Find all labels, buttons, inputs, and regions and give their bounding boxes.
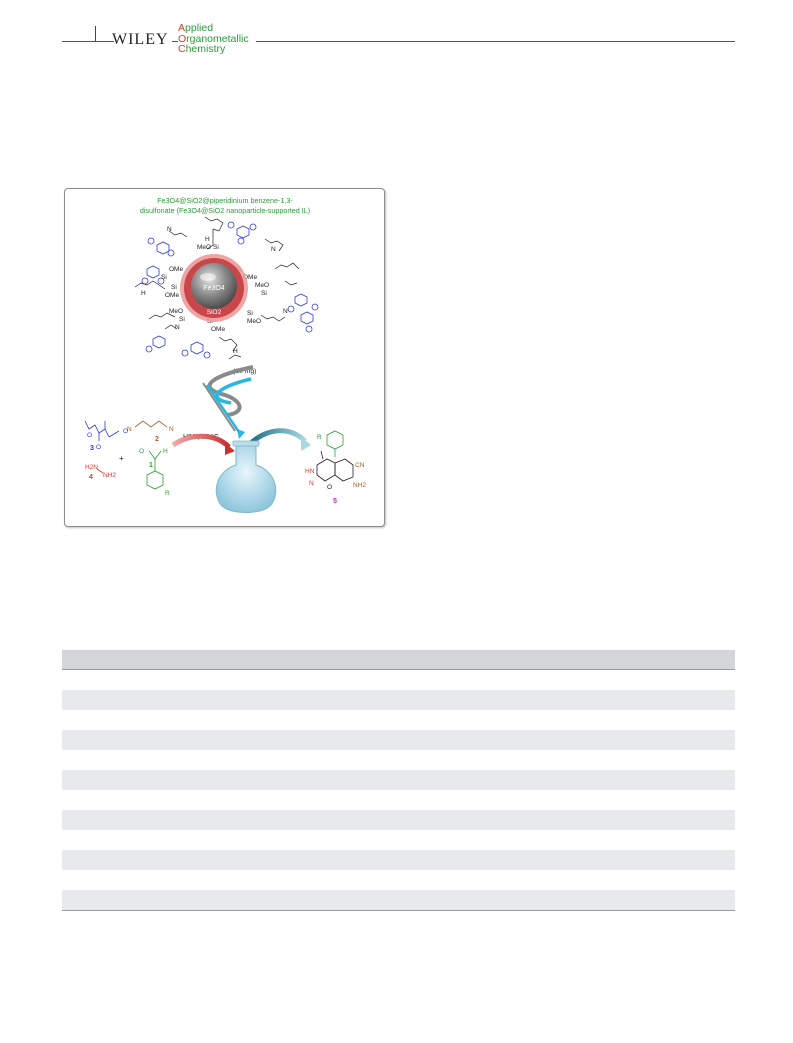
svg-text:OMe: OMe	[243, 274, 257, 281]
table-bottom-rule	[62, 910, 735, 911]
svg-text:OMe: OMe	[169, 266, 183, 273]
catalyst-amount: (20 mg)	[233, 368, 256, 375]
table-row	[62, 870, 735, 890]
table-row	[62, 730, 735, 750]
svg-text:MeO: MeO	[169, 308, 183, 315]
svg-text:O: O	[327, 484, 332, 491]
svg-text:H2N: H2N	[85, 464, 98, 471]
product-core-rings	[316, 450, 354, 482]
journal-line-3: Chemistry	[178, 43, 226, 55]
journal-line-2: Organometallic	[178, 32, 249, 45]
table-row	[62, 790, 735, 810]
svg-text:Si: Si	[161, 274, 167, 281]
table-row	[62, 830, 735, 850]
svg-text:N: N	[169, 426, 174, 433]
table-row	[62, 890, 735, 910]
compound-1-label: 1	[149, 462, 153, 469]
table-header	[62, 650, 735, 670]
svg-text:H: H	[141, 290, 146, 297]
svg-text:OMe: OMe	[211, 326, 225, 333]
svg-text:N: N	[175, 324, 180, 331]
svg-text:Si: Si	[247, 310, 253, 317]
compound-4-label: 4	[89, 474, 93, 481]
svg-text:Si: Si	[213, 244, 219, 251]
arrow-grey	[202, 382, 236, 432]
arrow-teal	[249, 428, 307, 445]
publisher-logo: WILEY	[112, 31, 169, 48]
svg-text:N: N	[167, 226, 172, 233]
svg-text:H: H	[163, 448, 168, 455]
svg-text:O: O	[96, 444, 101, 451]
table-row	[62, 810, 735, 830]
reactant-3-structure	[84, 420, 120, 441]
svg-text:N: N	[271, 246, 276, 253]
svg-text:R: R	[317, 434, 322, 441]
reactant-2-structure	[134, 420, 168, 428]
svg-text:O: O	[87, 432, 92, 439]
svg-text:Si: Si	[261, 290, 267, 297]
journal-name: Applied Organometallic Chemistry	[178, 23, 249, 55]
flask-neck	[232, 440, 260, 447]
table-row	[62, 770, 735, 790]
compound-5-label: 5	[333, 498, 337, 505]
table-row	[62, 690, 735, 710]
svg-text:MeO: MeO	[247, 318, 261, 325]
svg-text:O: O	[123, 428, 128, 435]
reaction-scheme-figure: Fe3O4@SiO2@piperidinium benzene-1,3- dis…	[64, 188, 385, 527]
table-row	[62, 710, 735, 730]
svg-text:OMe: OMe	[165, 292, 179, 299]
core-label: Fe3O4	[203, 285, 225, 292]
scheme-graphic: Fe3O4@SiO2@piperidinium benzene-1,3- dis…	[84, 196, 366, 513]
plus-sign: +	[119, 454, 124, 463]
data-table	[62, 650, 735, 911]
arrow-cyan-head	[237, 429, 245, 439]
sulfonate-rings	[141, 221, 319, 359]
svg-text:HN: HN	[305, 468, 315, 475]
svg-text:O: O	[139, 448, 144, 455]
reaction-flask	[215, 444, 277, 513]
product-aryl-ring	[326, 430, 344, 457]
svg-text:MeO: MeO	[255, 282, 269, 289]
svg-text:H: H	[233, 348, 238, 355]
svg-text:N: N	[309, 480, 314, 487]
table-row	[62, 670, 735, 690]
svg-text:NH2: NH2	[353, 482, 366, 489]
svg-text:R: R	[165, 490, 170, 497]
svg-text:NH2: NH2	[103, 472, 116, 479]
svg-text:H: H	[205, 236, 210, 243]
svg-text:N: N	[127, 426, 132, 433]
header-rule-right	[256, 41, 735, 42]
table-row	[62, 850, 735, 870]
compound-3-label: 3	[90, 445, 94, 452]
core-highlight	[200, 273, 216, 281]
svg-text:MeO: MeO	[197, 244, 211, 251]
header-rule-left	[62, 41, 114, 42]
table-row	[62, 750, 735, 770]
header-tick-mark	[95, 26, 96, 42]
svg-text:Si: Si	[179, 316, 185, 323]
piperidinium-chains	[134, 216, 300, 360]
svg-text:CN: CN	[355, 462, 365, 469]
shell-label: SiO2	[207, 309, 222, 316]
compound-2-label: 2	[155, 436, 159, 443]
arrow-red-head	[225, 443, 235, 455]
svg-text:N: N	[283, 308, 288, 315]
header-connector	[172, 41, 178, 42]
swirl-cyan	[215, 377, 252, 405]
arrow-teal-head	[301, 437, 311, 451]
svg-text:Si: Si	[171, 284, 177, 291]
journal-line-1: Applied	[178, 22, 214, 34]
figure-title-line-2: disulfonate (Fe3O4@SiO2 nanoparticle-sup…	[140, 206, 310, 215]
hydrazine-bond	[96, 468, 104, 474]
swirl-grey	[207, 365, 254, 417]
figure-title-line-1: Fe3O4@SiO2@piperidinium benzene-1,3-	[157, 196, 293, 205]
arrow-red	[171, 433, 231, 449]
arrow-cyan	[205, 384, 243, 436]
reactant-1-structure	[146, 450, 164, 490]
